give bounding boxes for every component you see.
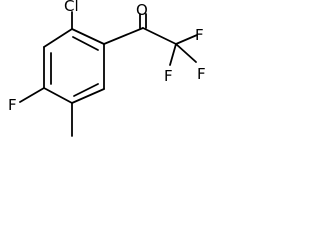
structure-canvas: Cl O F F F F bbox=[0, 0, 222, 172]
atom-label-fluorine-ring: F bbox=[8, 96, 17, 114]
bond-carbonyl-cf3 bbox=[142, 27, 177, 45]
ring-bond-c5-c6 bbox=[71, 88, 105, 104]
bond-ring-carbonyl bbox=[103, 27, 144, 45]
ring-bond-c4-c5 bbox=[43, 87, 73, 104]
chemical-structure: Cl O F F F F bbox=[8, 0, 206, 137]
ring-double-bond-inner-bottom bbox=[73, 83, 99, 97]
atom-label-fluorine-cf3-top: F bbox=[195, 26, 204, 44]
ring-double-bond-inner-top bbox=[72, 36, 99, 51]
bond-cf3-f-right bbox=[175, 43, 197, 63]
ring-bond-c2-c3 bbox=[43, 28, 73, 48]
bond-ring-fluorine bbox=[19, 87, 45, 103]
atom-label-fluorine-cf3-bottom: F bbox=[164, 67, 173, 85]
ring-bond-c1-c2 bbox=[71, 28, 105, 45]
benzene-ring bbox=[43, 28, 105, 104]
bond-cf3-f-top bbox=[175, 34, 198, 45]
atom-label-fluorine-cf3-right: F bbox=[197, 65, 206, 83]
atom-label-oxygen: O bbox=[136, 1, 148, 19]
bond-cf3-f-bottom bbox=[169, 43, 177, 66]
atom-label-chlorine: Cl bbox=[64, 0, 79, 15]
